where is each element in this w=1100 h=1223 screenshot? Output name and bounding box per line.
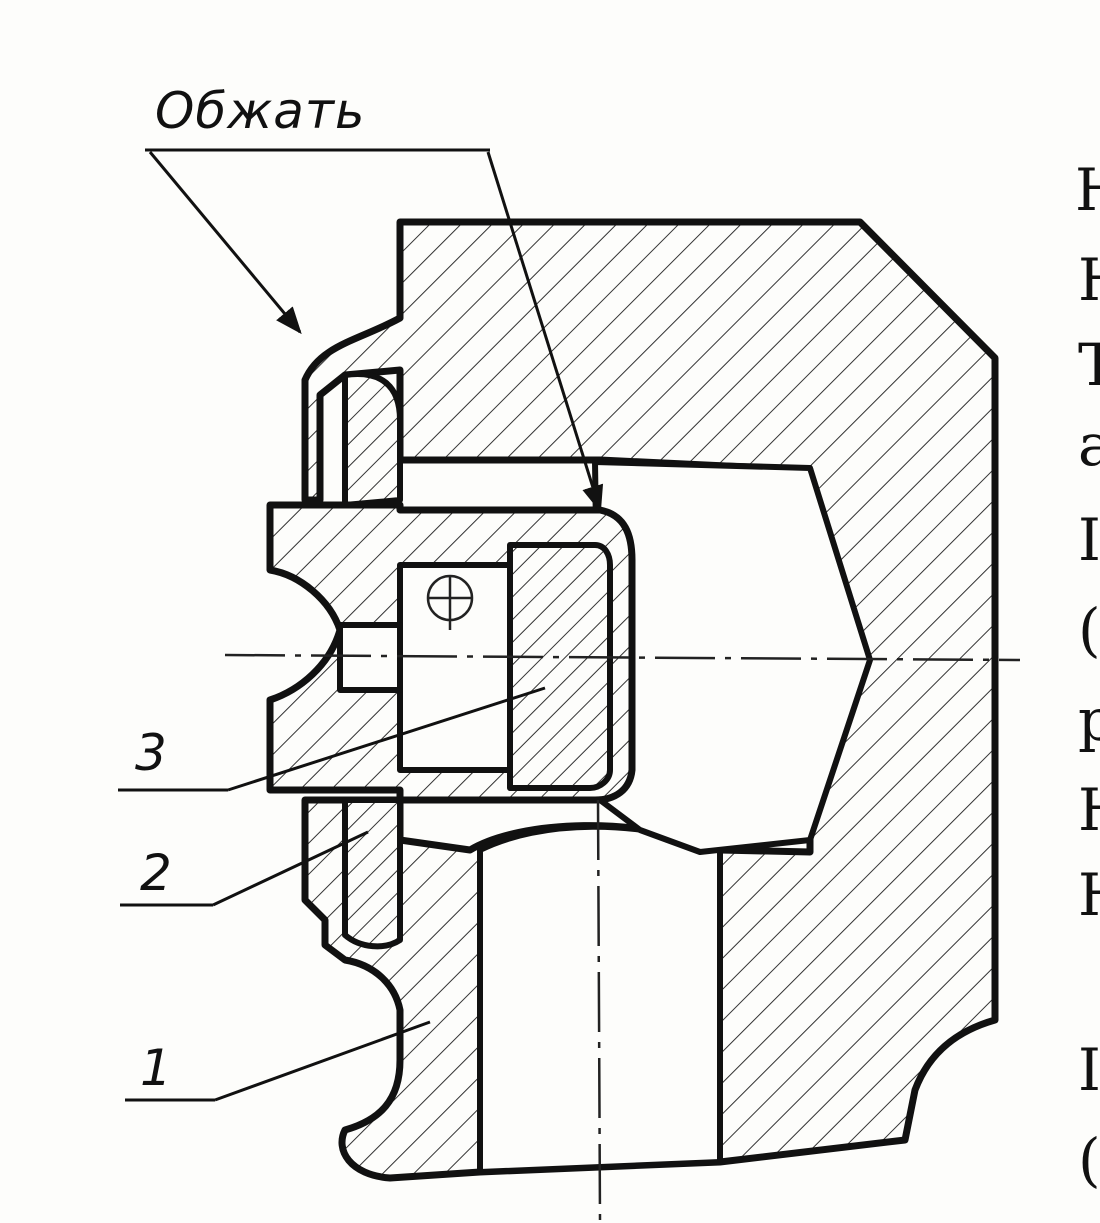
edge-char: H — [1078, 246, 1100, 314]
callout-3: 3 — [118, 686, 546, 792]
callout-1: 1 — [125, 1020, 431, 1102]
callout-2: 2 — [120, 830, 369, 907]
edge-char: H — [1078, 861, 1100, 929]
crimp-annotation: Обжать — [145, 82, 604, 513]
callout-1-label: 1 — [140, 1039, 172, 1097]
edge-char: ( — [1078, 1126, 1100, 1194]
vertical-centerline — [596, 799, 602, 1221]
edge-char: H — [1078, 776, 1100, 844]
seal-part-2 — [342, 371, 403, 950]
callout-3-label: 3 — [135, 724, 167, 782]
nozzle-part-3 — [266, 501, 636, 804]
edge-char: ( — [1078, 596, 1100, 664]
horizontal-centerline — [224, 653, 1021, 662]
edge-char: a — [1078, 411, 1100, 479]
edge-char: I — [1078, 506, 1100, 574]
cropped-text-column: H H T a I ( p H H I ( — [1075, 156, 1100, 1194]
edge-char: p — [1078, 686, 1100, 754]
callout-2-label: 2 — [140, 844, 172, 902]
edge-char: T — [1078, 331, 1100, 399]
crimp-label: Обжать — [155, 82, 365, 140]
edge-char: I — [1078, 1036, 1100, 1104]
edge-char: H — [1075, 156, 1100, 224]
